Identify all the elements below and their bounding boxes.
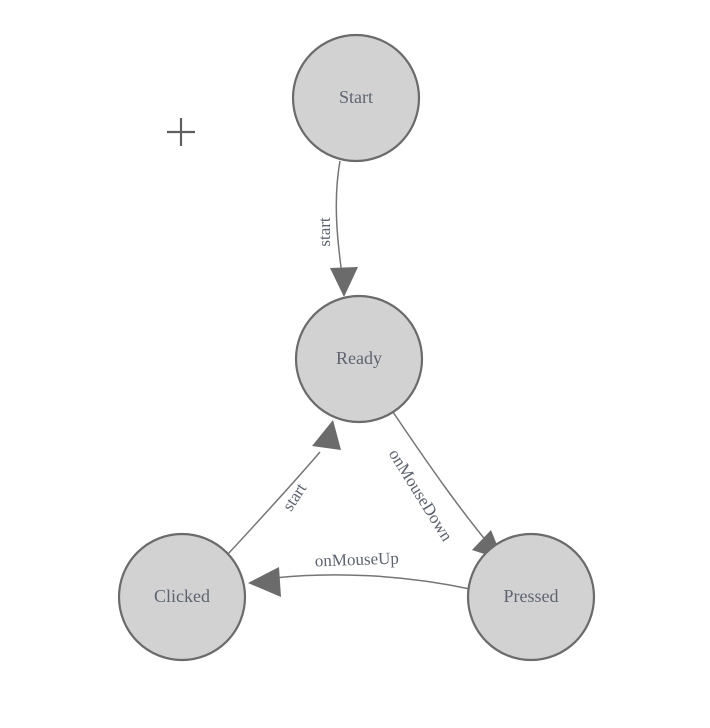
- arrow-head-icon: [330, 267, 358, 297]
- node-label-pressed: Pressed: [504, 586, 559, 606]
- plus-marker-icon[interactable]: [167, 118, 195, 146]
- edge-ready-to-pressed[interactable]: onMouseDown: [385, 411, 503, 560]
- node-label-start: Start: [339, 87, 373, 107]
- edge-line: [273, 574, 471, 590]
- node-label-clicked: Clicked: [154, 586, 210, 606]
- node-ready[interactable]: Ready: [294, 294, 424, 424]
- arrow-head-icon: [312, 420, 341, 450]
- edge-label-pressed-to-clicked: onMouseUp: [314, 549, 399, 571]
- edge-pressed-to-clicked[interactable]: onMouseUp: [248, 549, 471, 597]
- node-pressed[interactable]: Pressed: [466, 532, 596, 662]
- node-circle: [294, 294, 424, 424]
- node-circle: [466, 532, 596, 662]
- edge-label-start-to-ready: start: [315, 217, 334, 247]
- node-circle: [117, 532, 247, 662]
- edge-line: [227, 451, 321, 555]
- edge-clicked-to-ready[interactable]: start: [227, 420, 341, 555]
- edge-label-clicked-to-ready: start: [278, 479, 310, 514]
- node-circle: [291, 33, 421, 163]
- node-label-ready: Ready: [336, 348, 382, 368]
- edge-line: [335, 160, 344, 283]
- node-start[interactable]: Start: [291, 33, 421, 163]
- arrow-head-icon: [248, 567, 281, 597]
- node-clicked[interactable]: Clicked: [117, 532, 247, 662]
- edge-label-ready-to-pressed: onMouseDown: [385, 446, 457, 545]
- edge-line: [392, 411, 493, 549]
- edge-start-to-ready[interactable]: start: [315, 160, 358, 297]
